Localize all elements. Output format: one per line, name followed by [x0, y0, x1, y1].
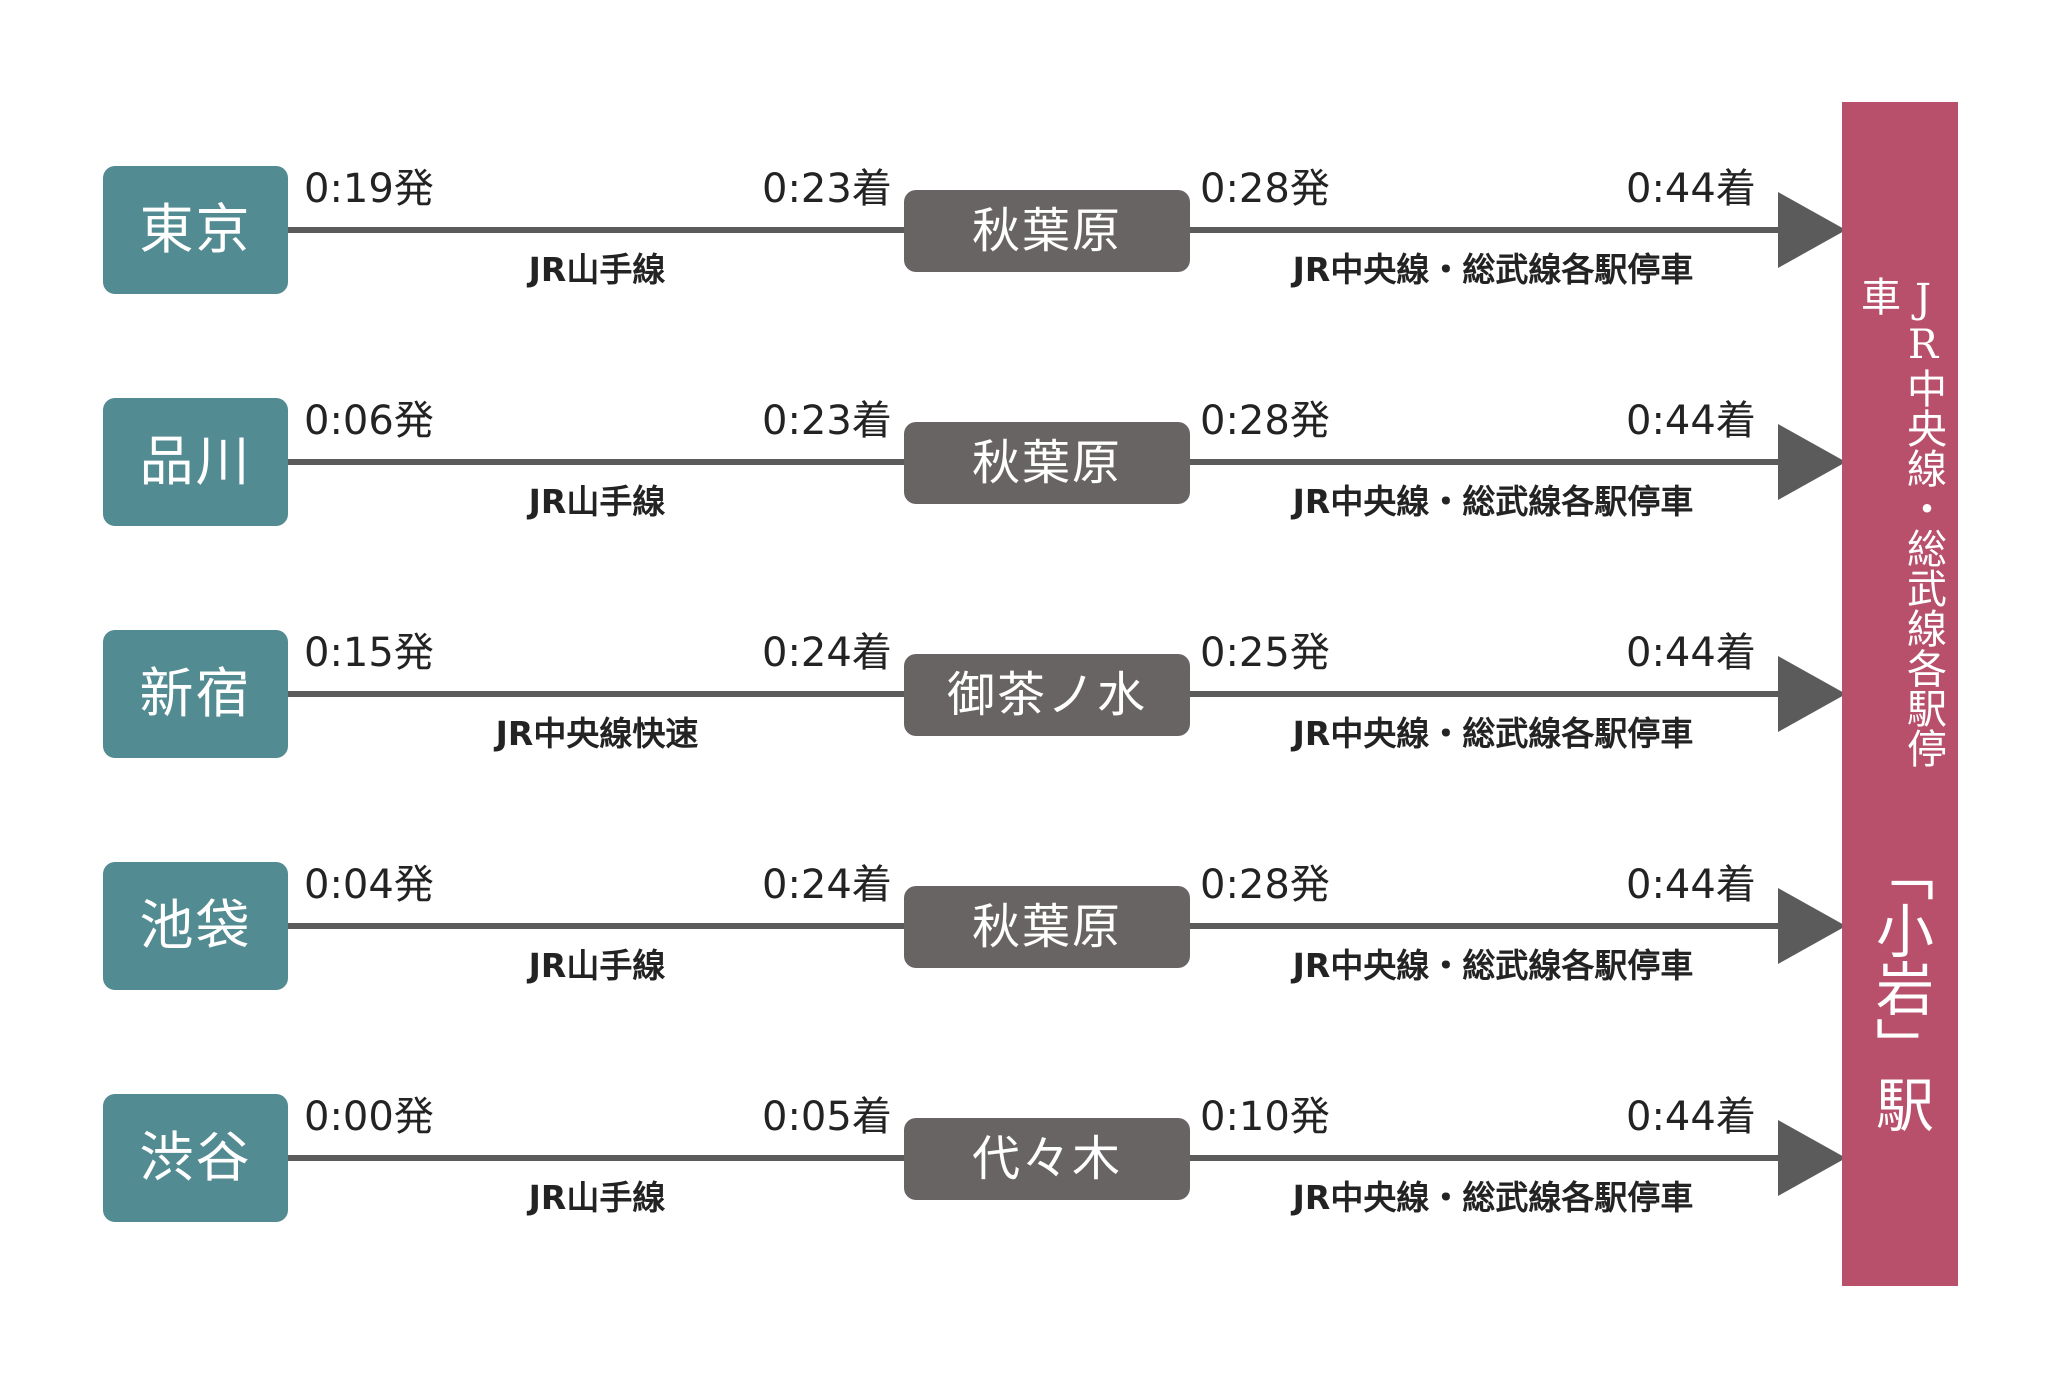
departure-time: 0:15発: [304, 630, 434, 676]
transfer-arrival-time: 0:24着: [762, 862, 892, 908]
first-line-label: JR中央線快速: [495, 714, 699, 753]
transfer-station-box: 秋葉原: [904, 422, 1190, 504]
final-arrival-time: 0:44着: [1626, 862, 1756, 908]
departure-time: 0:06発: [304, 398, 434, 444]
route-row-3: 新宿 0:15発 0:24着 御茶ノ水 0:25発 0:44着 JR中央線快速 …: [0, 624, 2048, 794]
arrow-right-icon: [1778, 656, 1846, 732]
final-arrival-time: 0:44着: [1626, 630, 1756, 676]
arrow-right-icon: [1778, 424, 1846, 500]
transfer-station-box: 秋葉原: [904, 886, 1190, 968]
second-line-label: JR中央線・総武線各駅停車: [1292, 946, 1694, 985]
transfer-arrival-time: 0:23着: [762, 398, 892, 444]
origin-station-box: 池袋: [103, 862, 288, 990]
transfer-arrival-time: 0:23着: [762, 166, 892, 212]
final-arrival-time: 0:44着: [1626, 398, 1756, 444]
transfer-departure-time: 0:28発: [1200, 166, 1330, 212]
final-arrival-time: 0:44着: [1626, 166, 1756, 212]
final-arrival-time: 0:44着: [1626, 1094, 1756, 1140]
transfer-station-box: 代々木: [904, 1118, 1190, 1200]
second-line-label: JR中央線・総武線各駅停車: [1292, 482, 1694, 521]
departure-time: 0:04発: [304, 862, 434, 908]
destination-bar: JR中央線・総武線各駅停車 「小岩」駅: [1842, 102, 1958, 1286]
route-row-2: 品川 0:06発 0:23着 秋葉原 0:28発 0:44着 JR山手線 JR中…: [0, 392, 2048, 562]
transfer-arrival-time: 0:05着: [762, 1094, 892, 1140]
route-row-1: 東京 0:19発 0:23着 秋葉原 0:28発 0:44着 JR山手線 JR中…: [0, 160, 2048, 330]
transfer-station-box: 御茶ノ水: [904, 654, 1190, 736]
transfer-departure-time: 0:28発: [1200, 398, 1330, 444]
arrow-right-icon: [1778, 192, 1846, 268]
origin-station-box: 東京: [103, 166, 288, 294]
departure-time: 0:00発: [304, 1094, 434, 1140]
second-line-label: JR中央線・総武線各駅停車: [1292, 714, 1694, 753]
second-line-label: JR中央線・総武線各駅停車: [1292, 250, 1694, 289]
transfer-departure-time: 0:10発: [1200, 1094, 1330, 1140]
second-line-label: JR中央線・総武線各駅停車: [1292, 1178, 1694, 1217]
route-row-4: 池袋 0:04発 0:24着 秋葉原 0:28発 0:44着 JR山手線 JR中…: [0, 856, 2048, 1026]
arrow-right-icon: [1778, 888, 1846, 964]
origin-station-box: 品川: [103, 398, 288, 526]
origin-station-box: 新宿: [103, 630, 288, 758]
destination-station-name: 「小岩」駅: [1866, 843, 1934, 1133]
first-line-label: JR山手線: [528, 946, 666, 985]
first-line-label: JR山手線: [528, 250, 666, 289]
transfer-station-box: 秋葉原: [904, 190, 1190, 272]
first-line-label: JR山手線: [528, 1178, 666, 1217]
transfer-departure-time: 0:28発: [1200, 862, 1330, 908]
departure-time: 0:19発: [304, 166, 434, 212]
destination-line-name: JR中央線・総武線各駅停車: [1854, 276, 1946, 768]
route-row-5: 渋谷 0:00発 0:05着 代々木 0:10発 0:44着 JR山手線 JR中…: [0, 1088, 2048, 1258]
first-line-label: JR山手線: [528, 482, 666, 521]
transfer-arrival-time: 0:24着: [762, 630, 892, 676]
transfer-departure-time: 0:25発: [1200, 630, 1330, 676]
origin-station-box: 渋谷: [103, 1094, 288, 1222]
arrow-right-icon: [1778, 1120, 1846, 1196]
